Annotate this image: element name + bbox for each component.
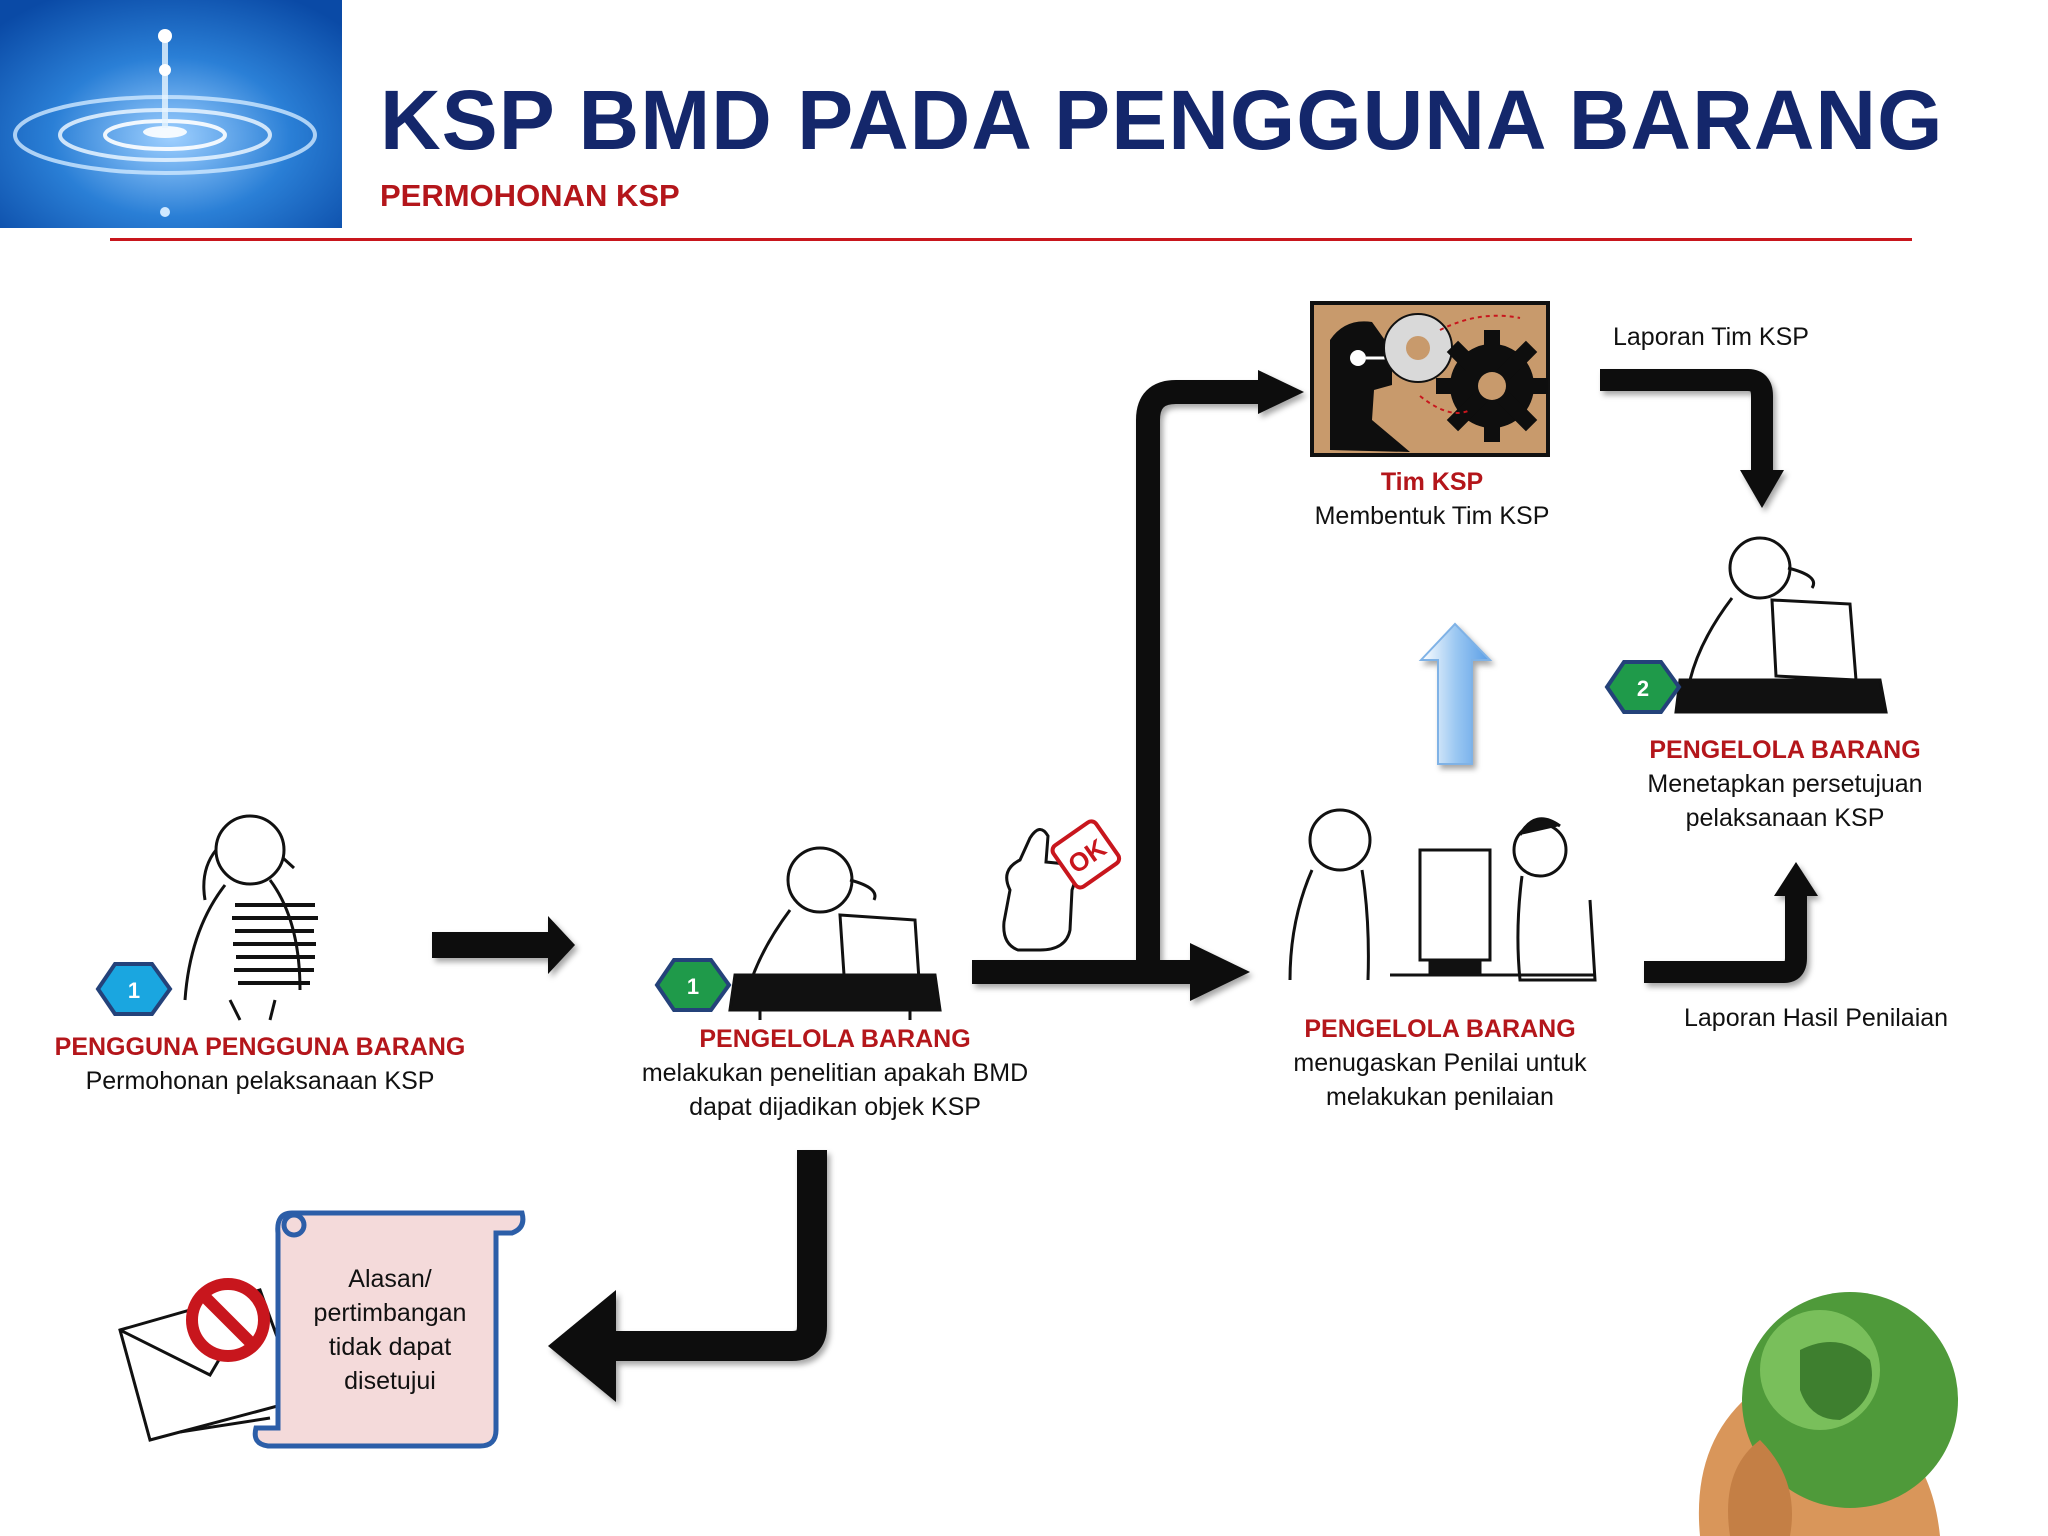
rejection-scroll <box>252 1210 526 1449</box>
step-pengelola-research-caption: PENGELOLA BARANG melakukan penelitian ap… <box>600 1022 1070 1124</box>
step-tim-ksp-caption: Tim KSP Membentuk Tim KSP <box>1262 465 1602 533</box>
step-heading: PENGELOLA BARANG <box>1304 1015 1576 1043</box>
step-text: Membentuk Tim KSP <box>1314 502 1550 530</box>
laporan-hasil-label: Laporan Hasil Penilaian <box>1684 1004 1949 1032</box>
badge-label: 1 <box>128 978 140 1003</box>
badge-label: 1 <box>687 974 699 999</box>
rejection-text: Alasan/ pertimbangan tidak dapat disetuj… <box>290 1262 490 1398</box>
step-text-line1: Menetapkan persetujuan <box>1647 770 1923 798</box>
arrow-down-left-reject <box>548 1150 827 1402</box>
page-subtitle: PERMOHONAN KSP <box>380 178 680 213</box>
person-writing-desk-figure <box>728 846 942 1020</box>
gears-icon <box>1310 301 1550 457</box>
step-pengelola-assign-caption: PENGELOLA BARANG menugaskan Penilai untu… <box>1250 1012 1630 1114</box>
arrow-branch <box>972 370 1304 1001</box>
badge-step1-pengguna: 1 <box>95 962 173 1016</box>
arrow-right-1 <box>432 916 575 974</box>
header-divider <box>110 238 1912 241</box>
laporan-tim-label: Laporan Tim KSP <box>1613 323 1809 351</box>
arrow-up-blue <box>1418 622 1493 765</box>
globe-in-hand-icon <box>1698 1292 1958 1536</box>
rejection-line: pertimbangan <box>313 1299 467 1327</box>
step-heading: Tim KSP <box>1380 468 1484 496</box>
no-entry-icon <box>186 1278 270 1362</box>
badge-label: 2 <box>1637 676 1649 701</box>
step-heading: PENGELOLA BARANG <box>1649 736 1921 764</box>
rejection-line: Alasan/ <box>348 1265 432 1293</box>
step-heading: PENGELOLA BARANG <box>699 1025 971 1053</box>
people-at-computer-figure <box>1288 808 1597 982</box>
step-text-line2: melakukan penilaian <box>1326 1083 1554 1111</box>
step-pengelola-approve-caption: PENGELOLA BARANG Menetapkan persetujuan … <box>1600 733 1970 835</box>
step-text-line2: dapat dijadikan objek KSP <box>689 1093 981 1121</box>
arrow-down-laporan <box>1600 369 1784 508</box>
step-text-line1: menugaskan Penilai untuk <box>1293 1049 1587 1077</box>
step-text: Permohonan pelaksanaan KSP <box>85 1067 435 1095</box>
thumbs-up-ok-icon: OK <box>1002 819 1122 952</box>
water-drop-icon <box>0 0 342 228</box>
rejection-line: tidak dapat <box>328 1333 452 1361</box>
person-carrying-papers-figure <box>183 814 318 1021</box>
step-text-line2: pelaksanaan KSP <box>1685 804 1885 832</box>
badge-step2-pengelola: 2 <box>1604 660 1682 714</box>
page-title: KSP BMD PADA PENGGUNA BARANG <box>380 73 1944 167</box>
arrow-up-laporan <box>1644 862 1818 983</box>
step-pengguna-caption: PENGGUNA PENGGUNA BARANG Permohonan pela… <box>40 1030 480 1098</box>
rejection-line: disetujui <box>344 1367 436 1395</box>
badge-step1-pengelola: 1 <box>654 958 732 1012</box>
step-text-line1: melakukan penelitian apakah BMD <box>641 1059 1029 1087</box>
person-approving-figure <box>1674 536 1888 714</box>
step-heading: PENGGUNA PENGGUNA BARANG <box>54 1033 466 1061</box>
